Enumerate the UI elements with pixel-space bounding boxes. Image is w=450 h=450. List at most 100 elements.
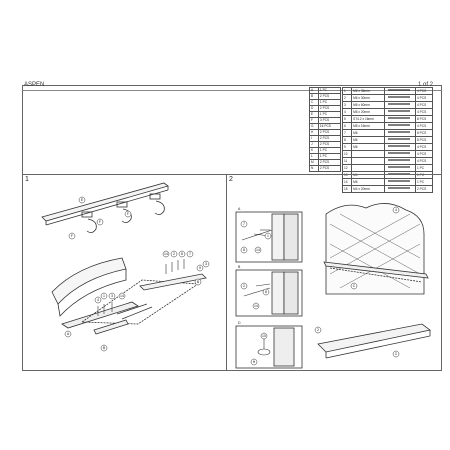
part-icon (384, 87, 417, 95)
part-no: 12 (341, 164, 353, 172)
label-1: 1 (103, 294, 105, 298)
part-desc: M6 x 60mm (351, 101, 386, 109)
hardware-icon (388, 166, 411, 168)
detail-a-label: A (238, 207, 241, 211)
parts-right-row: 12 1 PC (341, 164, 433, 172)
label-1: 1 (267, 234, 269, 238)
label-2b: 2 (317, 328, 319, 332)
section-divider-horizontal (22, 174, 442, 175)
label-14b: 14 (164, 252, 168, 256)
part-b (93, 319, 129, 335)
step-2-diagram: A B D 7 8 14 1 2 14 8 10 H 4 C 2 C (235, 203, 431, 369)
part-no: 7 (341, 129, 353, 137)
part-desc (351, 164, 386, 172)
part-icon (384, 122, 417, 130)
label-7: 7 (243, 222, 245, 226)
label-a: A (67, 332, 70, 336)
bracket-f-3 (149, 193, 165, 215)
part-desc: M6 (351, 143, 386, 151)
label-f: F (71, 234, 73, 238)
part-desc: ST4.2 x 16mm (351, 115, 386, 123)
part-no: 10 (341, 150, 353, 158)
hardware-icon (388, 103, 411, 105)
label-3: 3 (111, 294, 113, 298)
hardware-icon (388, 187, 411, 189)
part-icon (384, 157, 417, 165)
part-desc (351, 150, 386, 158)
page-frame (22, 85, 442, 371)
part-no: 2 (341, 94, 353, 102)
hardware-icon (388, 110, 411, 112)
part-icon (384, 136, 417, 144)
center-rail (41, 182, 169, 222)
part-qty: 2 PCS (317, 165, 342, 172)
label-c: C (395, 352, 398, 356)
part-icon (384, 129, 417, 137)
header-rule (22, 90, 442, 91)
part-id: N (309, 165, 319, 172)
detail-b-label: B (238, 265, 241, 269)
part-no: 8 (341, 136, 353, 144)
part-no: 15 (341, 185, 353, 193)
part-qty: 1 PC (415, 164, 433, 172)
label-2: 2 (243, 284, 245, 288)
page-title: ASPEN (24, 82, 45, 88)
label-10: 10 (262, 334, 266, 338)
part-qty: 4 PCS (415, 101, 433, 109)
label-b-2: B (197, 280, 200, 284)
hardware-icon (388, 117, 411, 119)
part-desc (351, 157, 386, 165)
headboard (325, 203, 425, 295)
part-qty: 2 PCS (415, 185, 433, 193)
cross-rail (139, 273, 207, 291)
part-icon (384, 101, 417, 109)
hardware-icon (388, 96, 411, 98)
section-divider-vertical (226, 174, 227, 371)
detail-d-label: D (238, 321, 241, 325)
hardware-icon (388, 138, 411, 140)
label-7: 7 (189, 252, 191, 256)
hardware-icon (388, 152, 411, 154)
part-desc: M6 (351, 136, 386, 144)
label-f-3: F (127, 212, 129, 216)
side-rail (61, 301, 139, 329)
part-no: 3 (341, 101, 353, 109)
label-14: 14 (256, 248, 260, 252)
step-2-number: 2 (229, 176, 233, 183)
step-1-number: 1 (25, 176, 29, 183)
part-qty: 4 PCS (415, 87, 433, 95)
label-3b: 3 (205, 262, 207, 266)
part-desc: M6 x 30mm (351, 94, 386, 102)
part-qty: 4 PCS (415, 150, 433, 158)
part-no: 6 (341, 122, 353, 130)
label-b: B (103, 346, 106, 350)
part-icon (384, 94, 417, 102)
part-qty: 4 PCS (415, 108, 433, 116)
hardware-icon (388, 180, 411, 182)
label-c-top: C (353, 284, 356, 288)
part-qty: 8 PCS (415, 129, 433, 137)
label-4: 4 (97, 298, 99, 302)
bracket-f-1 (81, 211, 97, 233)
label-8b: 8 (265, 290, 267, 294)
parts-right-row: 10 4 PCS (341, 150, 433, 158)
step-1-diagram: E F F F A B 4 1 3 14 14 2 8 7 9 B 3 (41, 182, 210, 352)
bracket-f-2 (116, 201, 132, 223)
part-icon (384, 115, 417, 123)
part-desc: M6 x 20mm (351, 108, 386, 116)
label-e: E (81, 198, 84, 202)
label-8: 8 (181, 252, 183, 256)
part-icon (384, 108, 417, 116)
label-f-2: F (99, 220, 101, 224)
part-desc: M6 (351, 129, 386, 137)
hardware-icon (388, 89, 411, 91)
